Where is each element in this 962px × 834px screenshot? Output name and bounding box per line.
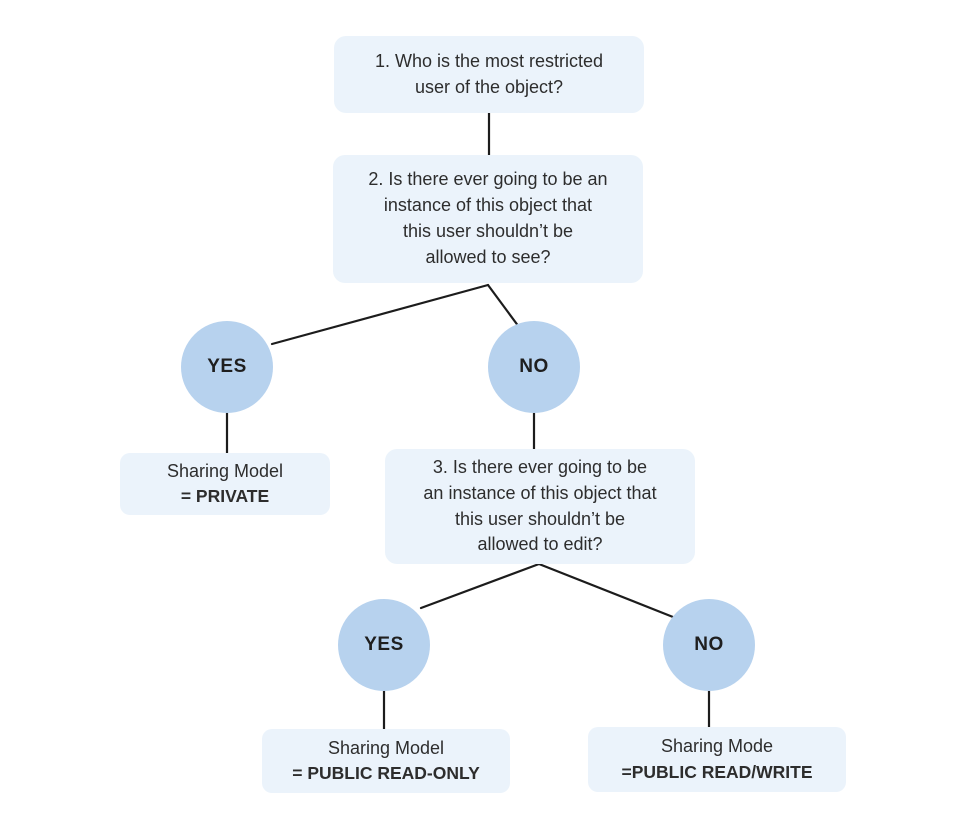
result-readwrite-title: Sharing Mode bbox=[660, 736, 774, 757]
decision-circle-yes-1: YES bbox=[181, 321, 273, 413]
result-box-public-read-write: Sharing Mode =PUBLIC READ/WRITE bbox=[588, 727, 846, 792]
question-3-text: 3. Is there ever going to be an instance… bbox=[423, 456, 657, 555]
result-readonly-title: Sharing Model bbox=[327, 737, 445, 758]
edge-q3-yes2 bbox=[419, 562, 541, 610]
decision-circle-yes-2: YES bbox=[338, 599, 430, 691]
decision-label-yes-2: YES bbox=[364, 634, 404, 655]
result-readwrite-value: =PUBLIC READ/WRITE bbox=[621, 761, 813, 782]
question-box-1: 1. Who is the most restricted user of th… bbox=[334, 36, 644, 113]
edge-q2-yes1 bbox=[270, 283, 490, 346]
edge-q3-no2 bbox=[537, 562, 675, 619]
edge-q2-no1 bbox=[486, 283, 521, 329]
decision-label-no-2: NO bbox=[694, 634, 724, 655]
question-1-text: 1. Who is the most restricted user of th… bbox=[374, 50, 604, 97]
question-2-text: 2. Is there ever going to be an instance… bbox=[368, 169, 608, 267]
result-box-public-read-only: Sharing Model = PUBLIC READ-ONLY bbox=[262, 729, 510, 793]
result-readonly-value: = PUBLIC READ-ONLY bbox=[292, 763, 480, 784]
decision-circle-no-1: NO bbox=[488, 321, 580, 413]
result-box-private: Sharing Model = PRIVATE bbox=[120, 453, 330, 515]
decision-circle-no-2: NO bbox=[663, 599, 755, 691]
result-private-value: = PRIVATE bbox=[180, 486, 270, 507]
question-box-3: 3. Is there ever going to be an instance… bbox=[385, 449, 695, 564]
result-private-title: Sharing Model bbox=[166, 460, 284, 481]
decision-label-yes-1: YES bbox=[207, 356, 247, 377]
decision-label-no-1: NO bbox=[519, 356, 549, 377]
question-box-2: 2. Is there ever going to be an instance… bbox=[333, 155, 643, 283]
